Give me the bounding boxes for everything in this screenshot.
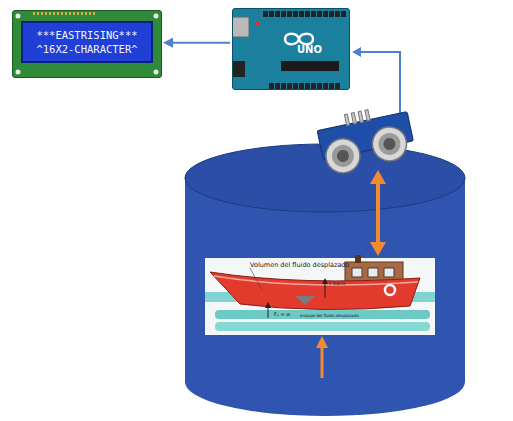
arduino-board: UNO — [232, 8, 350, 90]
picture-label: empuje del fluido desplazado — [300, 313, 359, 318]
buoyancy-arrow — [316, 336, 328, 378]
lcd-screen: ***EASTRISING***^16X2-CHARACTER^ — [21, 21, 153, 63]
boat-picture — [205, 255, 435, 335]
signal-arrow — [165, 42, 230, 44]
picture-label: Volumen del fluido desplazado — [250, 261, 349, 269]
tank-cylinder — [185, 144, 465, 416]
picture-label: Fₑ = w — [274, 311, 290, 317]
lcd-display: ***EASTRISING***^16X2-CHARACTER^ — [12, 10, 162, 78]
ultrasonic-sensor — [315, 102, 417, 177]
sensor-wire — [352, 47, 400, 118]
lcd-line: ^16X2-CHARACTER^ — [27, 42, 147, 56]
picture-label: F barco — [329, 281, 346, 286]
board-detail — [233, 9, 351, 91]
board-model: UNO — [297, 44, 349, 55]
board-label: UNO — [297, 44, 349, 55]
distance-arrow — [370, 170, 386, 256]
lcd-line: ***EASTRISING*** — [27, 28, 147, 42]
